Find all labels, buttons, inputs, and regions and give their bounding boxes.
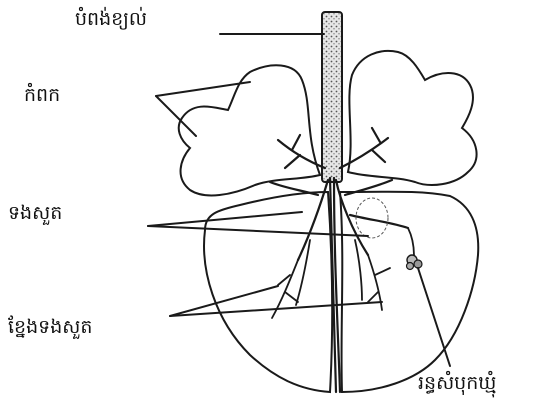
left-upper-lobe (179, 65, 320, 195)
alveoli-label: រន្ធសំបុកឃ្មុំ (418, 374, 496, 393)
right-upper-lobe (348, 51, 477, 185)
trachea (322, 12, 342, 182)
right-lower-lobe (340, 192, 478, 392)
lung-lobe-label: កំពក (24, 86, 60, 105)
bronchi (270, 128, 408, 392)
bronchiole-label: ខ្នែងទងសួត (8, 318, 92, 337)
leader-lines (148, 34, 450, 366)
trachea-label: បំពង់ខ្យល់ (75, 10, 147, 29)
alveoli-sac (407, 255, 423, 270)
bronchus-label: ទងសួត (8, 204, 62, 223)
